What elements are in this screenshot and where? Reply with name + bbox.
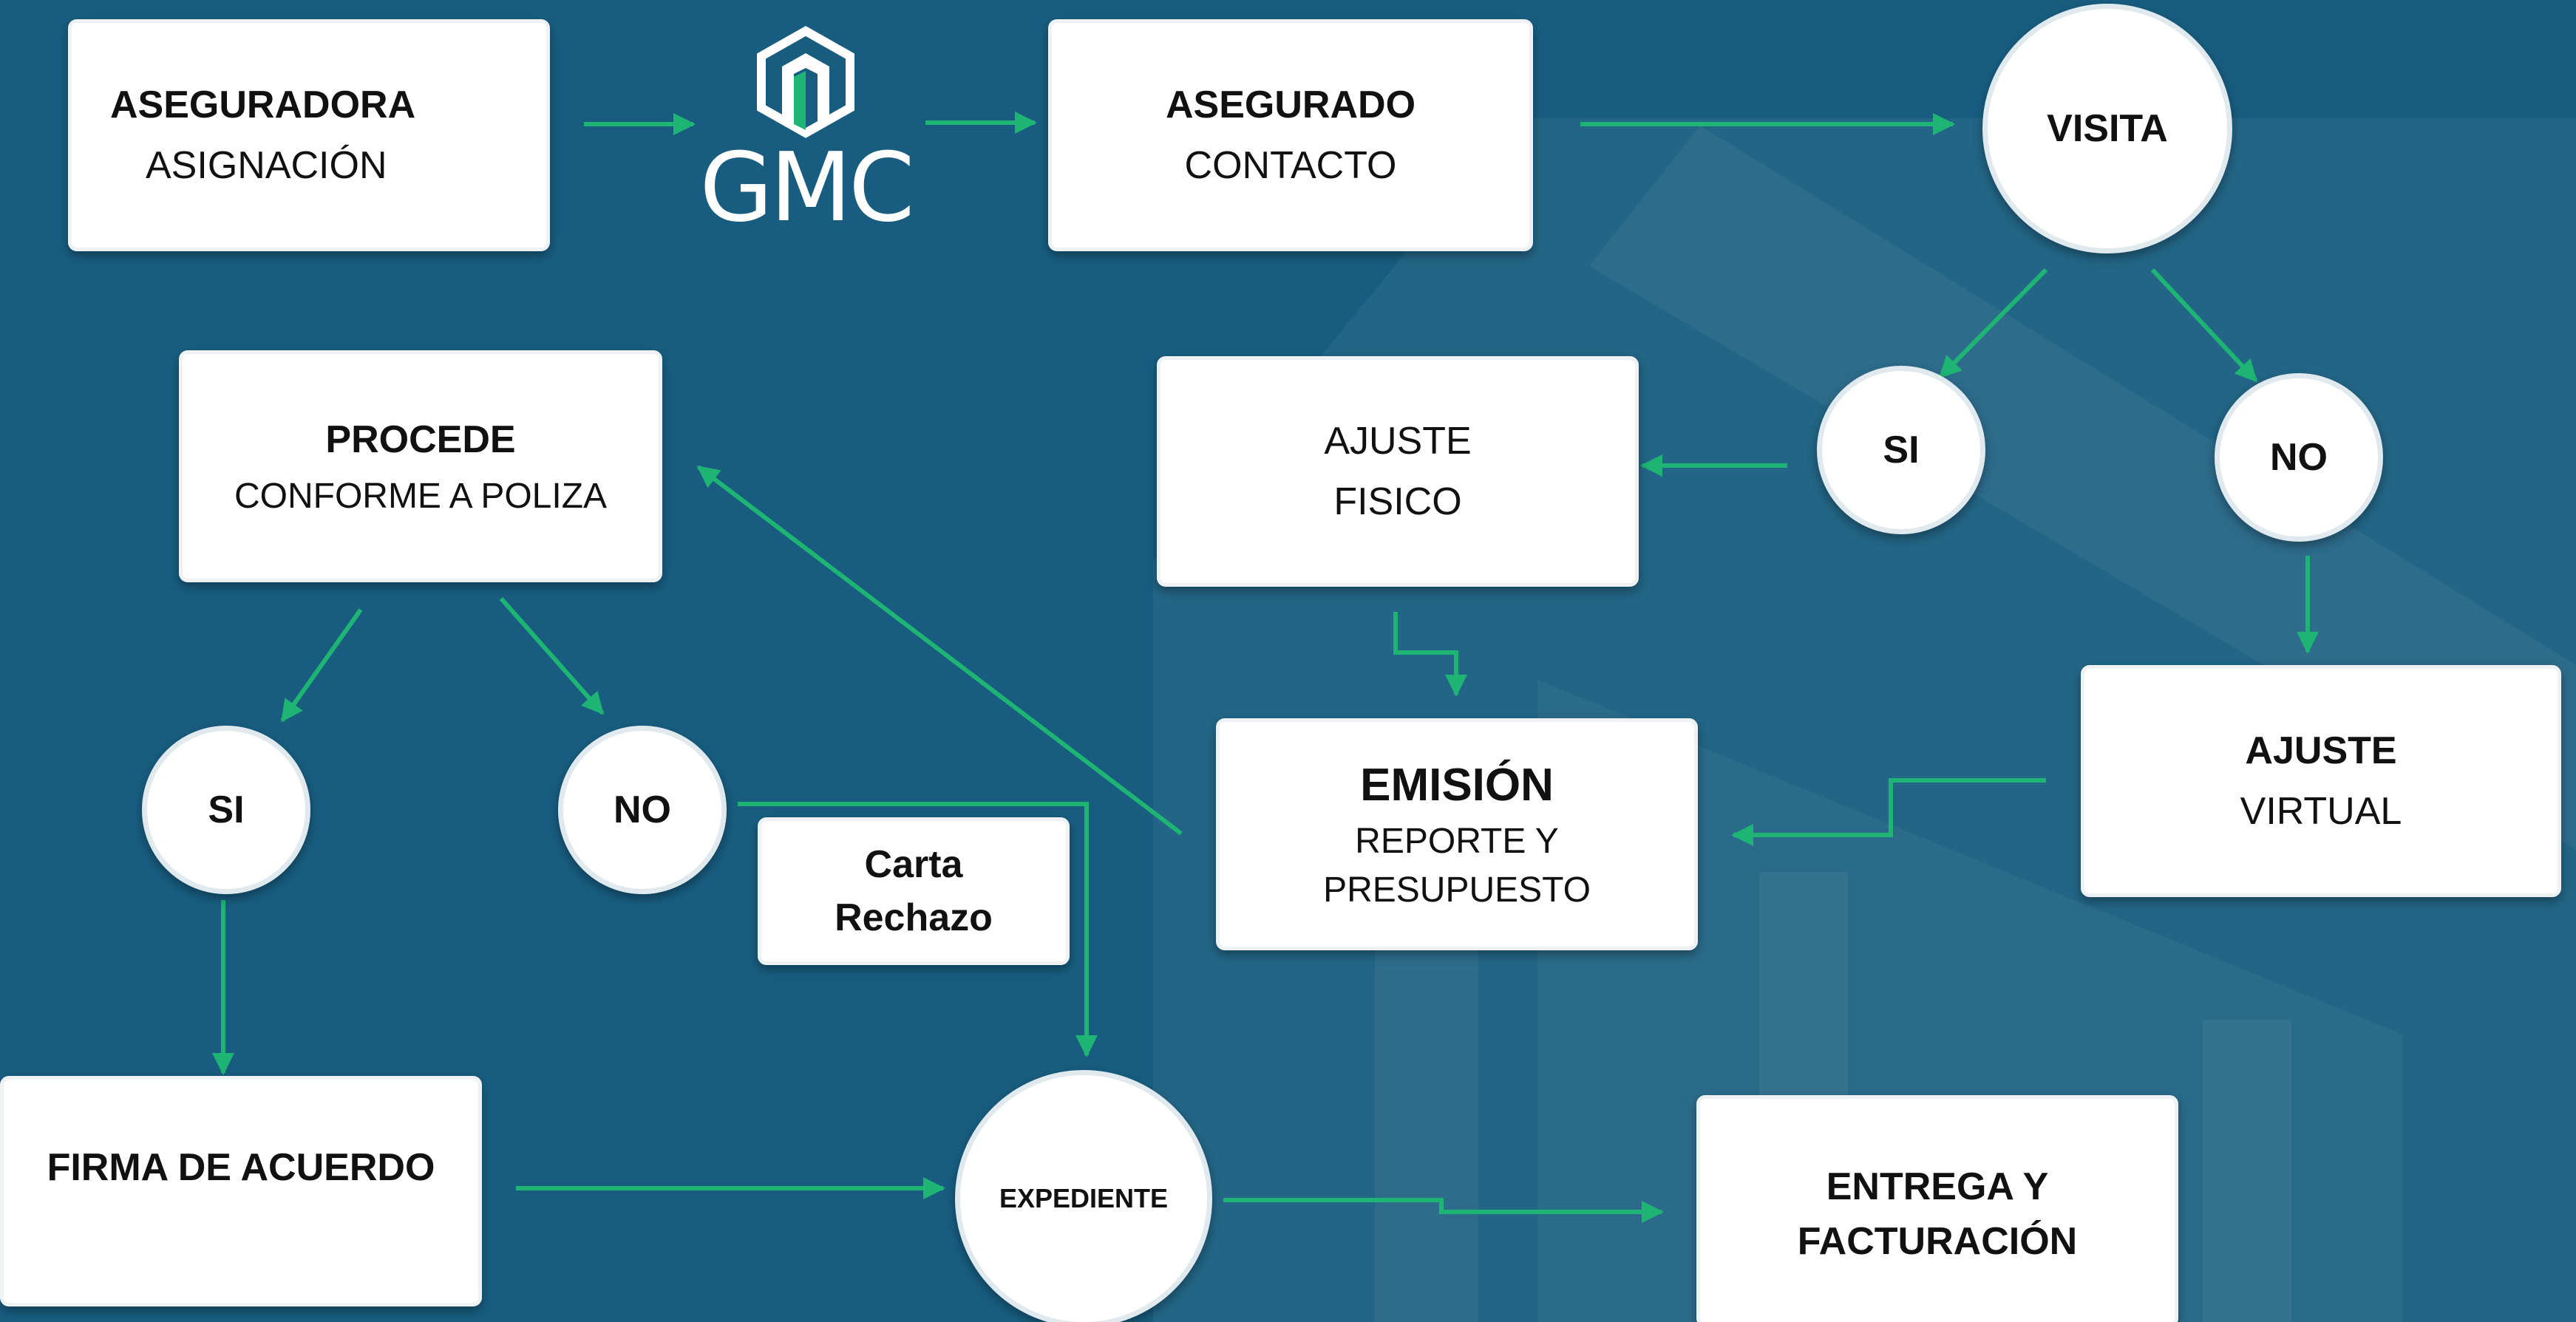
- node-visita[interactable]: VISITA: [1982, 4, 2232, 253]
- emision-line1: REPORTE Y: [1355, 822, 1559, 861]
- arrow-visita-no: [2150, 268, 2258, 383]
- asegurado-subtitle: CONTACTO: [1184, 144, 1397, 187]
- expediente-label: EXPEDIENTE: [999, 1183, 1169, 1213]
- node-visita-si[interactable]: SI: [1817, 366, 1985, 534]
- carta-line1: Carta: [864, 843, 963, 886]
- node-ajuste-virtual[interactable]: AJUSTE VIRTUAL: [2081, 665, 2561, 897]
- node-visita-no[interactable]: NO: [2215, 373, 2383, 542]
- aseguradora-title: ASEGURADORA: [110, 84, 416, 126]
- arrow-no-expediente: [738, 802, 1098, 1057]
- arrow-procede-si: [280, 608, 363, 723]
- node-aseguradora[interactable]: ASEGURADORA ASIGNACIÓN: [68, 19, 550, 251]
- ajuste-fisico-line1: AJUSTE: [1324, 420, 1472, 463]
- emision-title: EMISIÓN: [1360, 760, 1554, 811]
- arrow-emision-procede: [696, 465, 1183, 836]
- asegurado-title: ASEGURADO: [1165, 84, 1416, 126]
- arrow-ajuste-fisico-emision: [1393, 612, 1467, 697]
- arrow-expediente-entrega: [1223, 1198, 1664, 1223]
- emision-line2: PRESUPUESTO: [1323, 870, 1591, 910]
- arrow-procede-no: [499, 597, 605, 715]
- node-carta-rechazo[interactable]: Carta Rechazo: [758, 817, 1070, 965]
- ajuste-virtual-subtitle: VIRTUAL: [2240, 790, 2402, 833]
- visita-title: VISITA: [2047, 107, 2168, 150]
- aseguradora-subtitle: ASIGNACIÓN: [146, 144, 387, 187]
- carta-line2: Rechazo: [835, 896, 993, 939]
- arrow-visita-si: [1938, 268, 2048, 379]
- arrow-ajuste-virtual-emision: [1731, 778, 2046, 846]
- node-procede[interactable]: PROCEDE CONFORME A POLIZA: [179, 350, 662, 582]
- node-entrega-facturacion[interactable]: ENTREGA Y FACTURACIÓN: [1696, 1095, 2178, 1322]
- ajuste-virtual-title: AJUSTE: [2245, 729, 2397, 772]
- node-procede-no[interactable]: NO: [558, 726, 727, 894]
- visita-si-label: SI: [1883, 429, 1920, 471]
- ajuste-fisico-line2: FISICO: [1333, 480, 1462, 523]
- node-procede-si[interactable]: SI: [142, 726, 310, 894]
- procede-subtitle: CONFORME A POLIZA: [234, 477, 608, 516]
- firma-title: FIRMA DE ACUERDO: [47, 1146, 435, 1189]
- visita-no-label: NO: [2270, 436, 2328, 479]
- procede-no-label: NO: [614, 788, 671, 831]
- node-expediente[interactable]: EXPEDIENTE: [955, 1070, 1212, 1322]
- node-ajuste-fisico[interactable]: AJUSTE FISICO: [1157, 356, 1639, 587]
- node-asegurado[interactable]: ASEGURADO CONTACTO: [1048, 19, 1533, 251]
- gmc-logo-text: GMC: [699, 133, 915, 243]
- entrega-line2: FACTURACIÓN: [1797, 1220, 2078, 1263]
- gmc-hexagon-logo-icon: [757, 26, 854, 138]
- node-emision[interactable]: EMISIÓN REPORTE Y PRESUPUESTO: [1216, 718, 1698, 950]
- procede-title: PROCEDE: [325, 418, 516, 461]
- entrega-line1: ENTREGA Y: [1826, 1165, 2049, 1208]
- node-firma-acuerdo[interactable]: FIRMA DE ACUERDO: [0, 1076, 482, 1306]
- procede-si-label: SI: [208, 788, 245, 831]
